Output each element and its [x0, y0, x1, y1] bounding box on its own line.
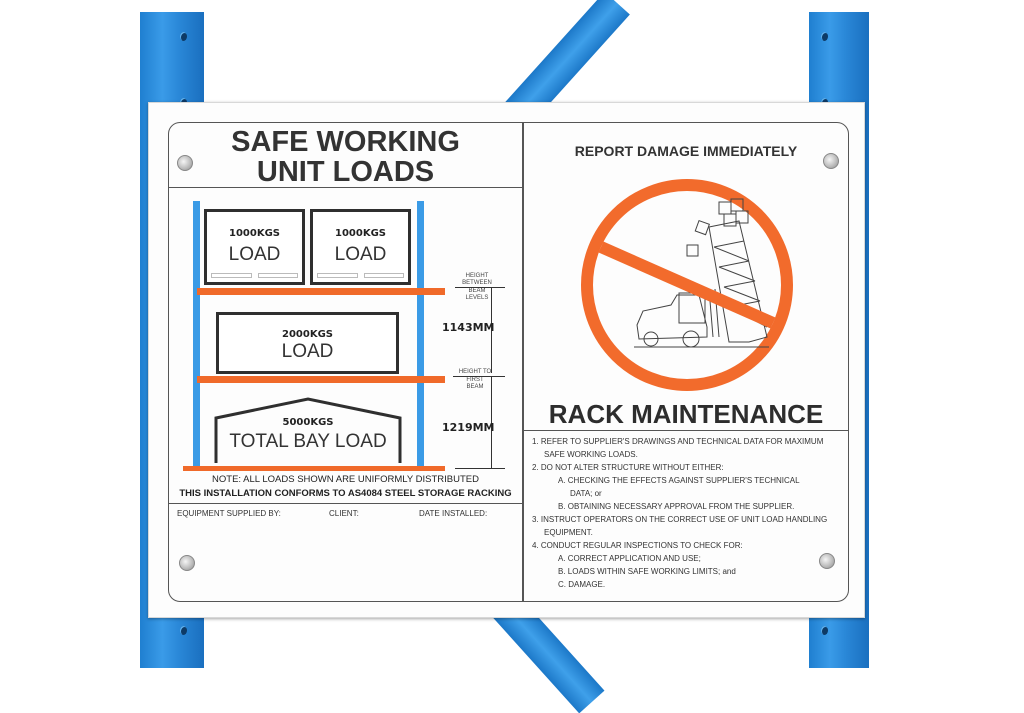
upright-hole: [821, 32, 828, 41]
load-label: TOTAL BAY LOAD: [229, 431, 387, 452]
load-weight: 1000KGS: [335, 228, 386, 239]
beam-levels-value: 1143MM: [442, 321, 495, 334]
upright-hole: [821, 626, 828, 635]
report-damage-header: REPORT DAMAGE IMMEDIATELY: [574, 143, 798, 159]
beam-level-2: [197, 288, 445, 295]
dim-line-lower: [491, 376, 492, 468]
load-box-2: 1000KGS LOAD: [310, 209, 411, 285]
total-bay-load-outline: [214, 397, 402, 463]
sign-frame: SAFE WORKING UNIT LOADS 1000KGS LOAD 100…: [168, 122, 849, 602]
dim-tick: [455, 287, 505, 288]
rule-4: 4. CONDUCT REGULAR INSPECTIONS TO CHECK …: [532, 541, 743, 589]
maintenance-rules: 1. REFER TO SUPPLIER'S DRAWINGS AND TECH…: [532, 435, 844, 591]
mounting-screw-icon: [823, 153, 839, 169]
dim-tick: [455, 376, 505, 377]
rack-post-right: [417, 201, 424, 469]
load-box-1: 1000KGS LOAD: [204, 209, 305, 285]
load-weight: 1000KGS: [229, 228, 280, 239]
rack-post-left: [193, 201, 200, 469]
safe-working-title: SAFE WORKING UNIT LOADS: [169, 123, 522, 188]
installation-fields: EQUIPMENT SUPPLIED BY: CLIENT: DATE INST…: [169, 503, 522, 522]
rule-3: 3. INSTRUCT OPERATORS ON THE CORRECT USE…: [532, 515, 828, 537]
rack-maintenance-title: RACK MAINTENANCE: [524, 398, 848, 431]
load-weight: 2000KGS: [282, 329, 333, 340]
safety-sign: SAFE WORKING UNIT LOADS 1000KGS LOAD 100…: [148, 102, 865, 618]
load-notes: NOTE: ALL LOADS SHOWN ARE UNIFORMLY DIST…: [169, 473, 522, 501]
upright-hole: [180, 626, 187, 635]
pallet-icon: [317, 273, 404, 278]
no-forklift-collision-icon: [581, 179, 793, 391]
mounting-screw-icon: [819, 553, 835, 569]
rule-1: 1. REFER TO SUPPLIER'S DRAWINGS AND TECH…: [532, 437, 824, 459]
upright-hole: [180, 32, 187, 41]
rack-load-diagram: 1000KGS LOAD 1000KGS LOAD 2000KGS LOAD 5…: [169, 189, 522, 479]
load-label: LOAD: [228, 244, 281, 265]
rule-2: 2. DO NOT ALTER STRUCTURE WITHOUT EITHER…: [532, 463, 800, 511]
equipment-supplied-field: EQUIPMENT SUPPLIED BY:: [177, 509, 281, 518]
dim-tick: [455, 468, 505, 469]
dim-line-upper: [491, 287, 492, 373]
beam-level-1: [197, 376, 445, 383]
panel-divider: [522, 123, 524, 601]
title-line-1: SAFE WORKING: [231, 126, 460, 158]
pallet-icon: [211, 273, 298, 278]
load-label: LOAD: [334, 244, 387, 265]
date-installed-field: DATE INSTALLED:: [419, 509, 488, 518]
beam-floor: [183, 466, 445, 471]
load-weight: 5000KGS: [282, 417, 334, 428]
uniform-load-note: NOTE: ALL LOADS SHOWN ARE UNIFORMLY DIST…: [212, 474, 479, 485]
mounting-screw-icon: [177, 155, 193, 171]
load-label: LOAD: [281, 341, 334, 362]
total-bay-load: 5000KGS TOTAL BAY LOAD: [213, 417, 403, 453]
title-line-2: UNIT LOADS: [256, 156, 435, 188]
client-field: CLIENT:: [329, 509, 359, 518]
standard-conformance: THIS INSTALLATION CONFORMS TO AS4084 STE…: [179, 488, 512, 499]
mounting-screw-icon: [179, 555, 195, 571]
load-box-3: 2000KGS LOAD: [216, 312, 399, 374]
first-beam-value: 1219MM: [442, 421, 495, 434]
